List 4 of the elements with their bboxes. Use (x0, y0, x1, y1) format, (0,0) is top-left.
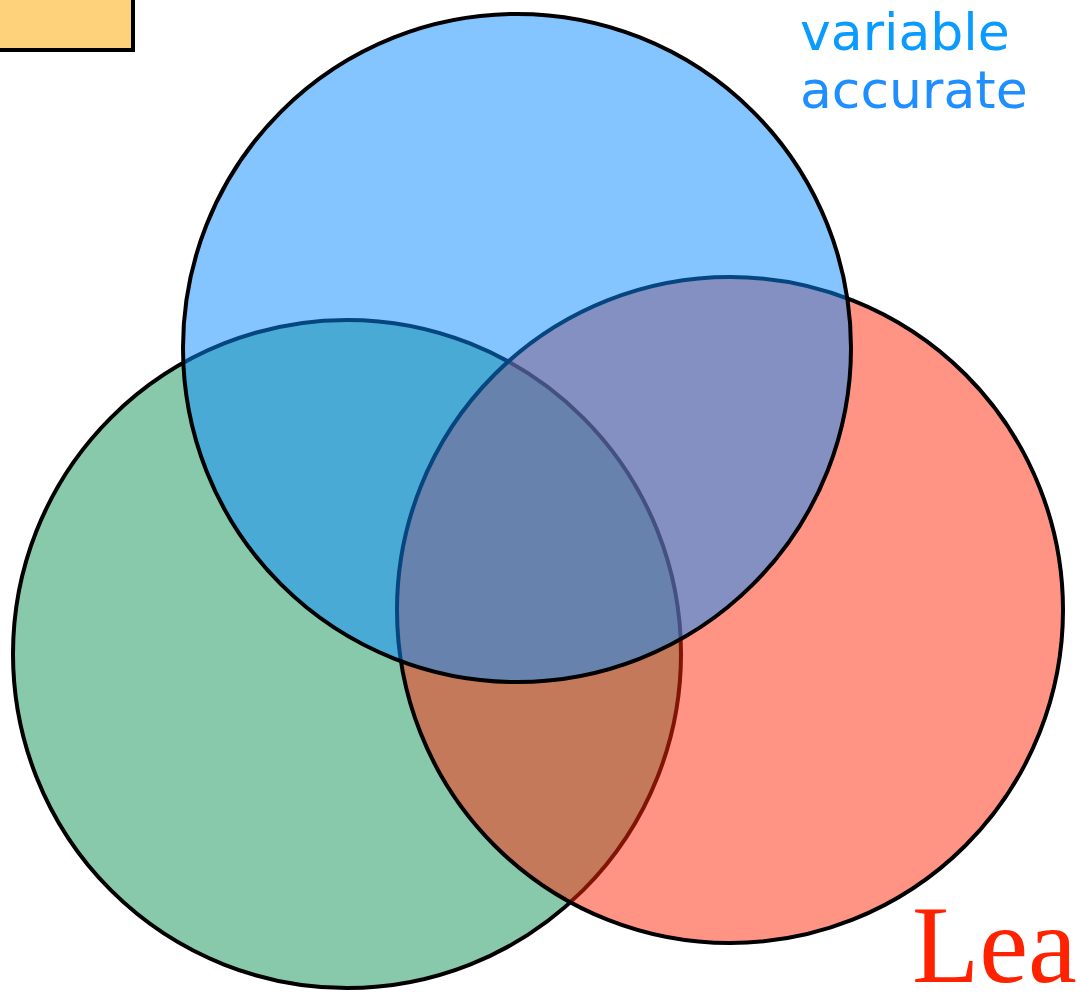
box (0, 0, 135, 52)
label-text: variable (800, 6, 1010, 58)
label-text: accurate (800, 64, 1028, 116)
label-text: Lea (912, 890, 1077, 995)
